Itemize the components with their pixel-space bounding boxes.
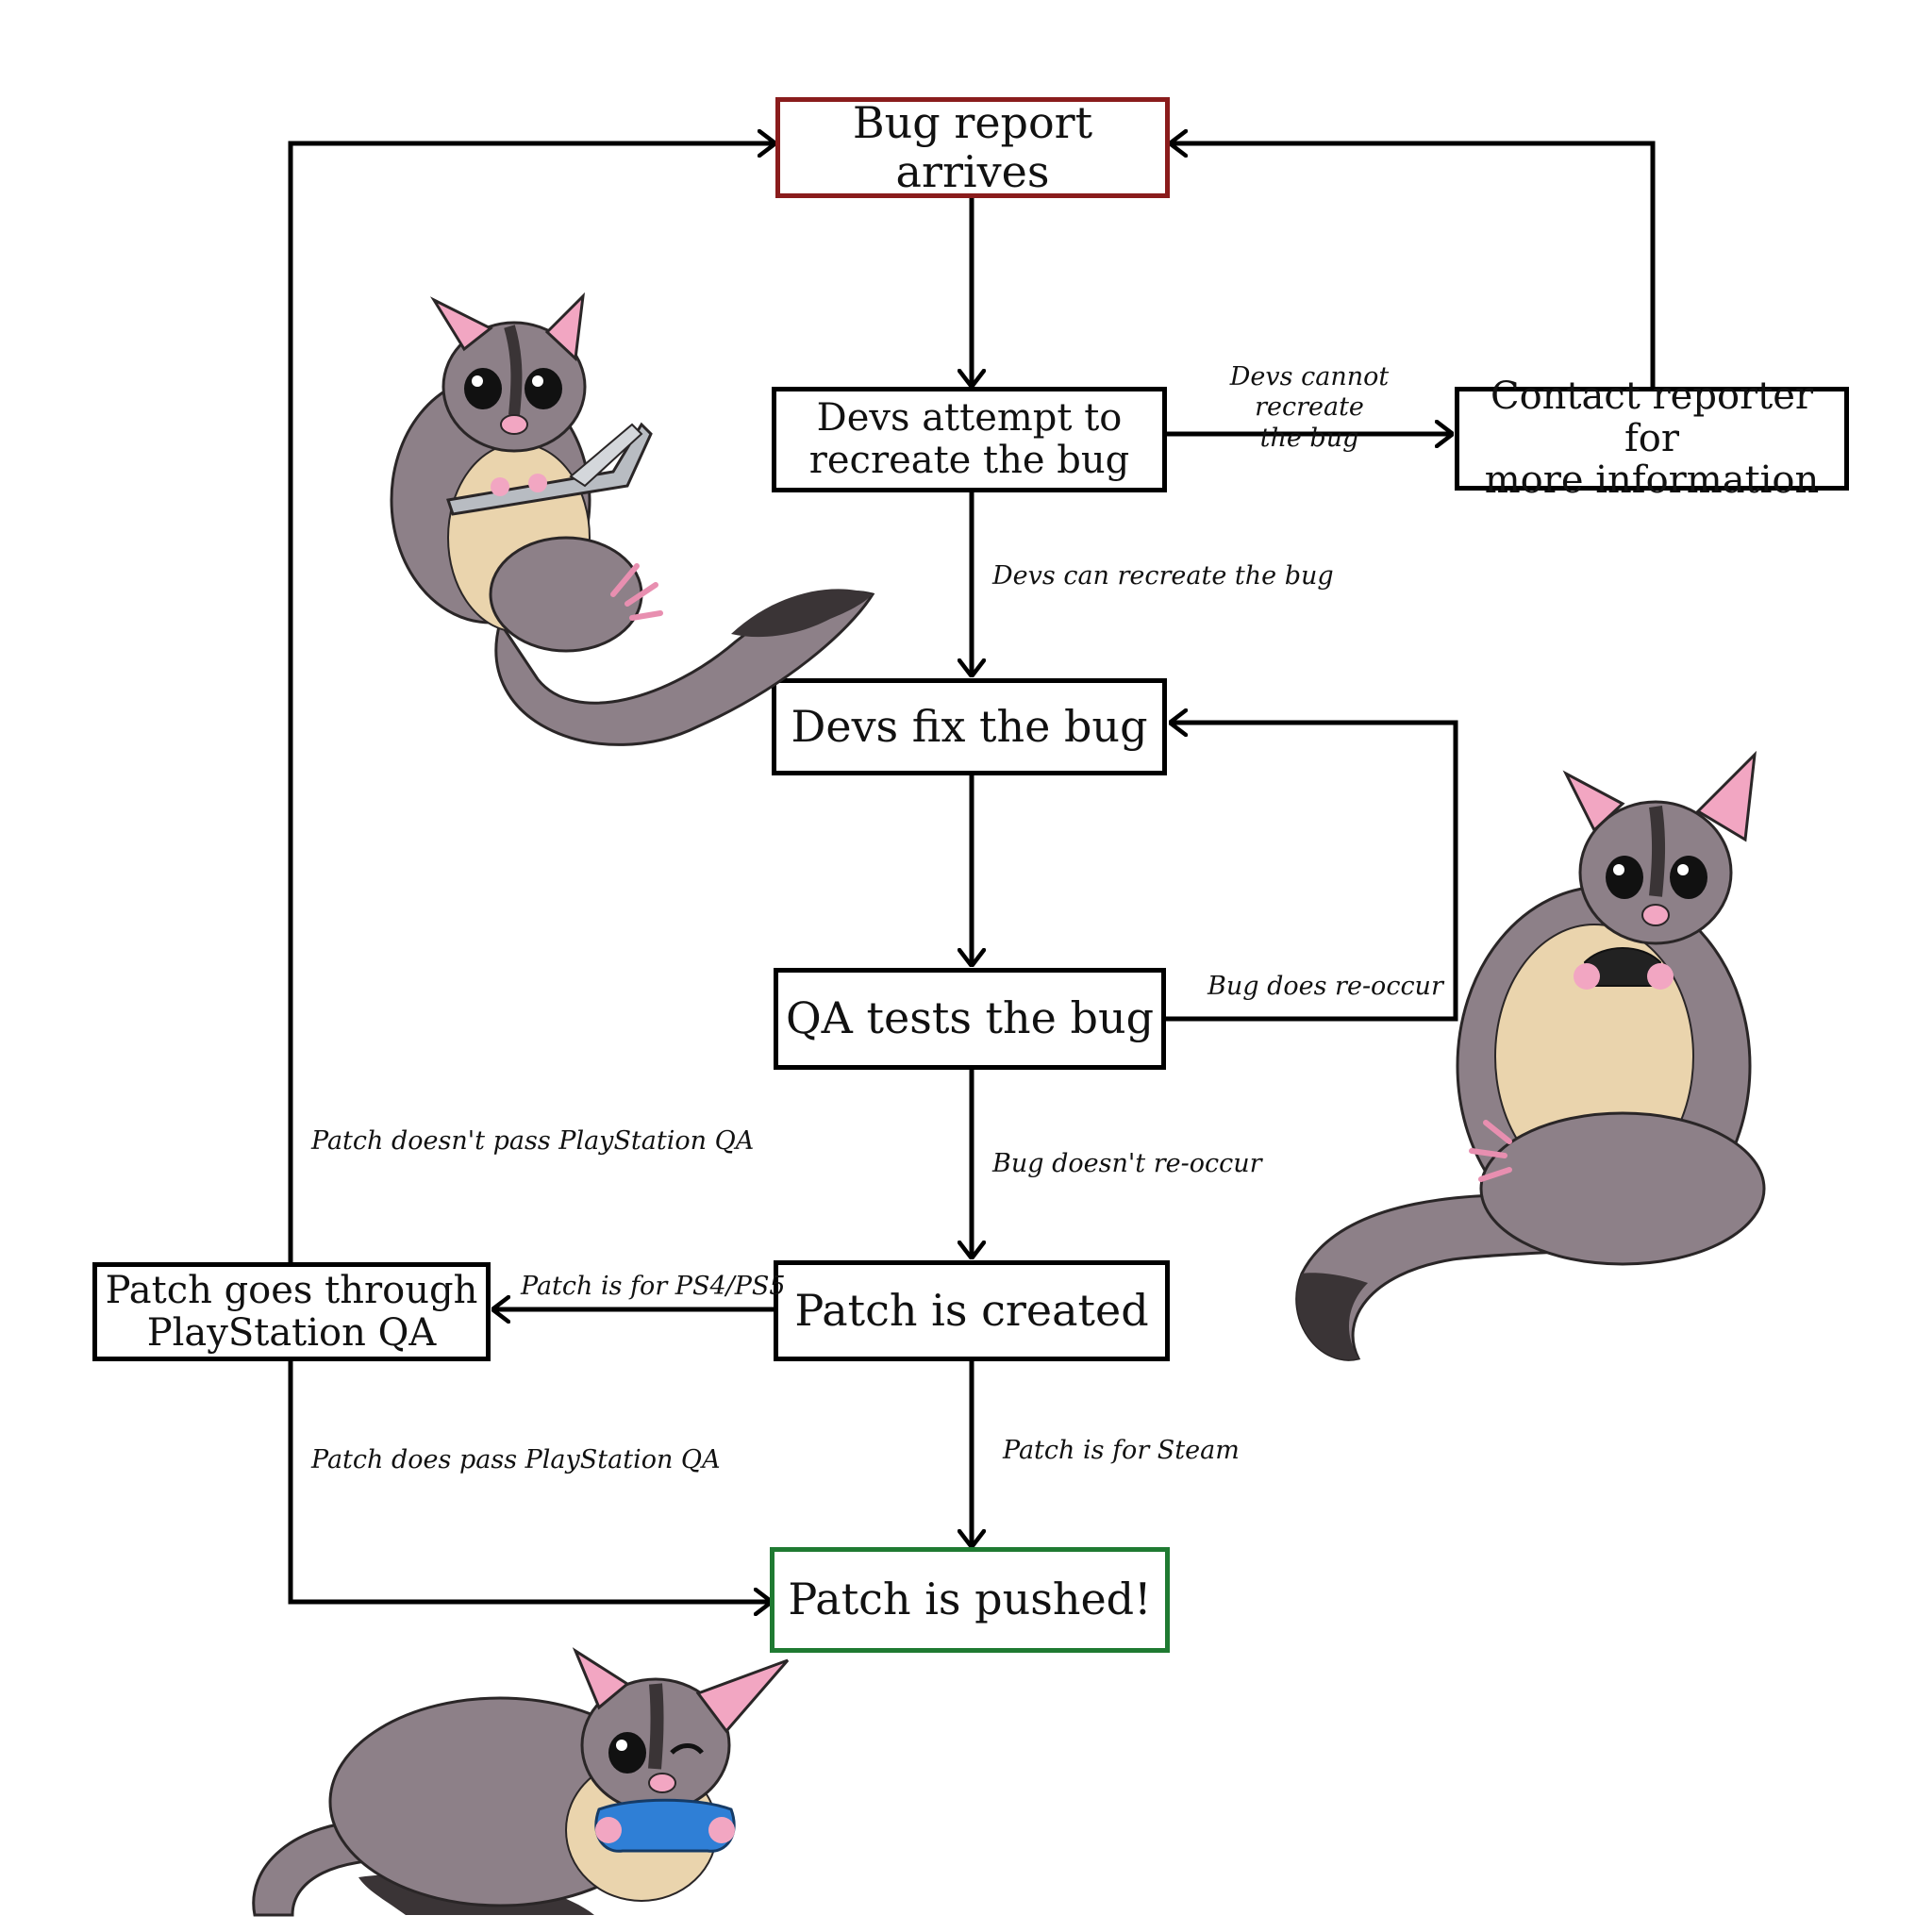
node-bug-report-arrives: Bug report arrives: [775, 97, 1170, 198]
sugar-glider-controller-illustration: [1295, 750, 1766, 1361]
node-label: Devs fix the bug: [791, 700, 1148, 752]
label-steam: Patch is for Steam: [1003, 1436, 1240, 1465]
sugar-glider-gamepad-illustration: [252, 1647, 790, 1917]
node-label: Devs attempt to recreate the bug: [808, 396, 1130, 482]
label-ps-pass: Patch does pass PlayStation QA: [311, 1445, 721, 1474]
node-label: QA tests the bug: [785, 992, 1155, 1044]
node-label: Patch goes through PlayStation QA: [105, 1268, 478, 1355]
label-can-recreate: Devs can recreate the bug: [992, 561, 1334, 591]
node-playstation-qa: Patch goes through PlayStation QA: [92, 1262, 491, 1361]
node-patch-pushed: Patch is pushed!: [770, 1547, 1170, 1653]
node-patch-created: Patch is created: [774, 1260, 1170, 1361]
label-no-reoccur: Bug doesn't re-occur: [992, 1149, 1262, 1178]
sugar-glider-laptop-illustration: [390, 291, 875, 746]
node-qa-tests: QA tests the bug: [774, 968, 1166, 1070]
node-label: Bug report arrives: [852, 96, 1093, 197]
edge-psqa-to-report: [288, 143, 775, 1264]
node-label: Patch is created: [794, 1284, 1149, 1336]
node-devs-fix: Devs fix the bug: [772, 678, 1167, 775]
edge-contact-to-report: [1170, 143, 1656, 389]
node-label: Patch is pushed!: [788, 1574, 1152, 1625]
label-cannot-recreate: Devs cannot recreate the bug: [1229, 362, 1390, 453]
label-reoccur: Bug does re-occur: [1208, 972, 1443, 1001]
edge-qa-to-fix: [1164, 723, 1458, 1022]
node-label: Contact reporter for more information: [1484, 374, 1820, 503]
node-contact-reporter: Contact reporter for more information: [1455, 375, 1849, 502]
edge-psqa-to-pushed: [288, 1361, 772, 1602]
label-ps-fail: Patch doesn't pass PlayStation QA: [311, 1126, 755, 1156]
label-ps4-ps5: Patch is for PS4/PS5: [521, 1272, 786, 1301]
node-devs-attempt: Devs attempt to recreate the bug: [772, 387, 1167, 492]
